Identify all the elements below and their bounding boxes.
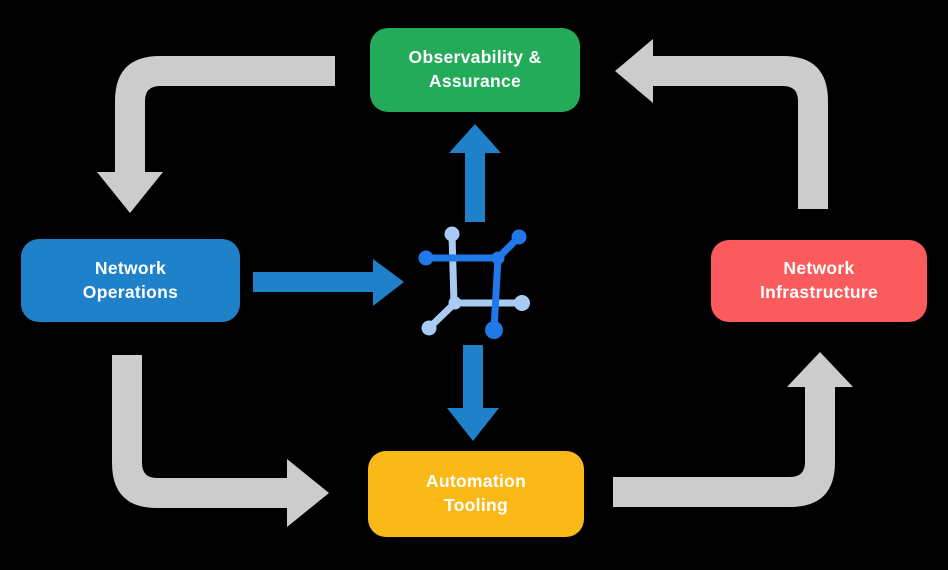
node-label-infrastructure: Network Infrastructure (760, 258, 878, 302)
node-label-tooling: Automation Tooling (425, 471, 527, 515)
arrow-operations-to-tooling (112, 355, 329, 527)
icon-light-nodes (421, 226, 530, 336)
node-observability-assurance: Observability & Assurance (370, 28, 580, 112)
arrow-center-to-tooling (447, 345, 499, 441)
arrow-infrastructure-to-observability (615, 39, 828, 209)
node-automation-tooling: Automation Tooling (368, 451, 584, 537)
arrow-center-to-observability (449, 124, 501, 222)
arrow-operations-to-center (253, 259, 404, 306)
arrow-tooling-to-infrastructure (613, 352, 853, 507)
node-network-infrastructure: Network Infrastructure (711, 240, 927, 322)
node-label-observability: Observability & Assurance (408, 47, 542, 91)
network-mesh-icon (418, 226, 530, 339)
arrow-observability-to-operations (97, 56, 335, 213)
node-label-operations: Network Operations (82, 257, 179, 302)
icon-blue-nodes (418, 229, 527, 339)
node-network-operations: Network Operations (21, 239, 240, 322)
